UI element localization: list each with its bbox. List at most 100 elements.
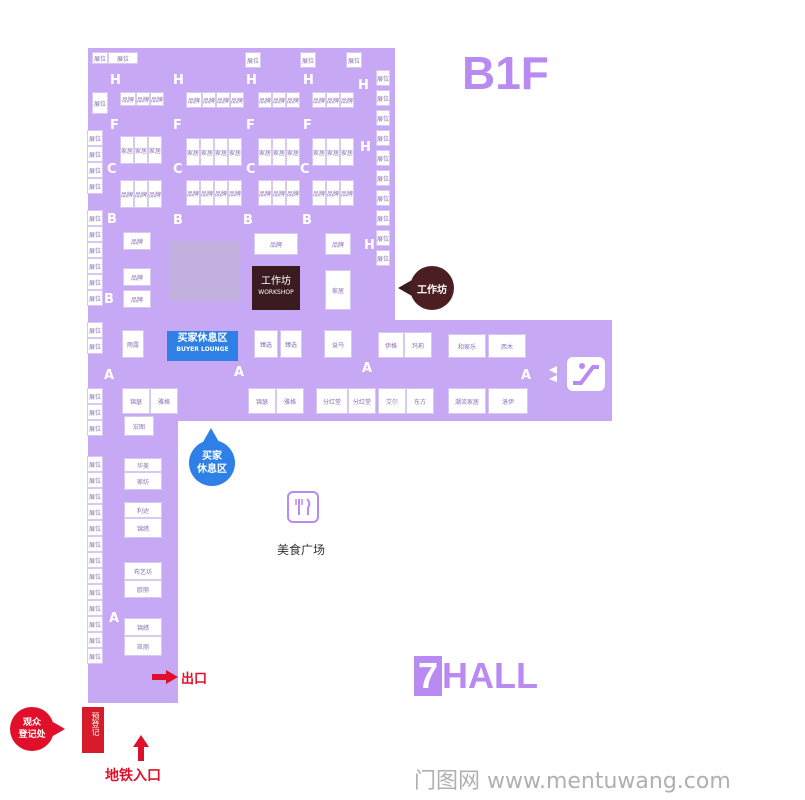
booth[interactable]: 展位 (92, 92, 108, 114)
booth[interactable]: 展位 (87, 552, 103, 568)
booth[interactable]: 品牌 (258, 180, 272, 206)
booth[interactable]: 展位 (87, 226, 103, 242)
booth[interactable]: 品牌 (202, 92, 216, 108)
booth[interactable]: 品牌 (228, 180, 242, 206)
booth[interactable]: 展位 (108, 52, 138, 64)
booth[interactable]: 品牌 (123, 268, 151, 286)
workshop-box[interactable] (252, 266, 300, 310)
booth[interactable]: 展位 (376, 190, 390, 206)
booth[interactable]: 家居 (286, 138, 300, 166)
booth[interactable]: 展位 (87, 504, 103, 520)
booth[interactable]: 展位 (87, 456, 103, 472)
booth[interactable]: 臻选 (254, 330, 278, 358)
booth[interactable]: 品牌 (326, 180, 340, 206)
booth[interactable]: 家居 (186, 138, 200, 166)
subway-entrance-label[interactable]: 地铁入口 (105, 768, 161, 784)
booth[interactable]: 展位 (87, 258, 103, 274)
booth[interactable]: 锦绣 (124, 618, 162, 636)
booth[interactable]: 欧丽 (124, 580, 162, 598)
booth[interactable]: 展位 (87, 162, 103, 178)
booth[interactable]: 展位 (87, 178, 103, 194)
booth[interactable]: 展位 (92, 52, 108, 64)
booth[interactable]: 伊格 (378, 332, 404, 358)
booth[interactable]: 凯丽 (124, 636, 162, 656)
booth[interactable]: 家居 (326, 138, 340, 166)
booth[interactable]: 展位 (87, 146, 103, 162)
booth[interactable]: 展位 (346, 52, 362, 68)
booth[interactable]: 品牌 (272, 92, 286, 108)
booth[interactable]: 品牌 (312, 180, 326, 206)
booth[interactable]: 玛莉 (404, 332, 432, 358)
booth[interactable]: 锦瑟 (248, 388, 276, 414)
booth[interactable]: 家纺 (124, 472, 162, 490)
booth[interactable]: 展位 (245, 52, 261, 68)
booth[interactable]: 品牌 (230, 92, 244, 108)
booth[interactable]: 展位 (87, 472, 103, 488)
booth[interactable]: 雨露 (122, 330, 144, 358)
booth[interactable]: 展位 (87, 488, 103, 504)
booth[interactable]: 锦瑟 (122, 388, 150, 414)
booth[interactable]: 潮流家居 (448, 388, 486, 414)
booth[interactable]: 洛伊 (488, 388, 528, 414)
booth[interactable]: 和家乐 (448, 334, 486, 358)
booth[interactable]: 展位 (87, 632, 103, 648)
booth[interactable]: 展位 (376, 170, 390, 186)
booth[interactable]: 展位 (87, 242, 103, 258)
booth[interactable]: 华美 (124, 458, 162, 472)
buyer-lounge-box[interactable] (167, 331, 238, 361)
booth[interactable]: 家居 (228, 138, 242, 166)
booth[interactable]: 品牌 (120, 92, 136, 106)
booth[interactable]: 家居 (258, 138, 272, 166)
booth[interactable]: 品牌 (340, 92, 354, 108)
booth[interactable]: 品牌 (254, 233, 298, 255)
booth[interactable]: 展位 (87, 600, 103, 616)
visitor-registration-pin[interactable]: 观众 登记处 (10, 707, 54, 751)
booth[interactable]: 展位 (376, 250, 390, 266)
escalator-icon[interactable] (567, 357, 605, 391)
booth[interactable]: 展位 (376, 110, 390, 126)
booth[interactable]: 展位 (87, 388, 103, 404)
booth[interactable]: 品牌 (286, 180, 300, 206)
booth[interactable]: 家居 (120, 136, 134, 164)
booth[interactable]: 西木 (488, 334, 526, 358)
booth[interactable]: 家居 (214, 138, 228, 166)
booth[interactable]: 品牌 (120, 180, 134, 208)
booth[interactable]: 品牌 (326, 92, 340, 108)
booth[interactable]: 家居 (200, 138, 214, 166)
booth[interactable]: 艾尔 (378, 388, 406, 414)
booth[interactable]: 展位 (87, 322, 103, 338)
booth[interactable]: 展位 (87, 648, 103, 664)
booth[interactable]: 品牌 (150, 92, 164, 106)
booth[interactable]: 展位 (376, 70, 390, 86)
booth[interactable]: 臻选 (280, 330, 302, 358)
booth[interactable]: 展位 (87, 616, 103, 632)
booth[interactable]: 展位 (300, 52, 316, 68)
food-court-icon[interactable] (287, 491, 319, 523)
booth[interactable]: 展位 (87, 584, 103, 600)
booth[interactable]: 品牌 (123, 232, 151, 250)
booth[interactable]: 分红堂 (348, 388, 376, 414)
booth[interactable]: 展位 (87, 274, 103, 290)
booth[interactable]: 品牌 (136, 92, 150, 106)
workshop-pin[interactable]: 工作坊 (410, 266, 454, 310)
booth[interactable]: 展位 (376, 210, 390, 226)
booth[interactable]: 展位 (376, 150, 390, 166)
booth[interactable]: 展位 (87, 404, 103, 420)
booth[interactable]: 家居 (272, 138, 286, 166)
booth[interactable]: 品牌 (200, 180, 214, 206)
booth[interactable]: 家居 (340, 138, 354, 166)
booth[interactable]: 家居 (148, 136, 162, 164)
booth[interactable]: 益马 (324, 330, 352, 358)
booth[interactable]: 雅格 (150, 388, 178, 414)
booth[interactable]: 品牌 (134, 180, 148, 208)
booth[interactable]: 品牌 (312, 92, 326, 108)
booth[interactable]: 展位 (87, 338, 103, 354)
booth[interactable]: 布艺坊 (124, 562, 162, 580)
booth[interactable]: 展位 (87, 290, 103, 306)
booth[interactable]: 品牌 (258, 92, 272, 108)
booth[interactable]: 家居 (312, 138, 326, 166)
booth[interactable]: 锦绣 (124, 518, 162, 538)
booth[interactable]: 展位 (87, 568, 103, 584)
booth[interactable]: 东方 (406, 388, 434, 414)
booth[interactable]: 展位 (87, 210, 103, 226)
